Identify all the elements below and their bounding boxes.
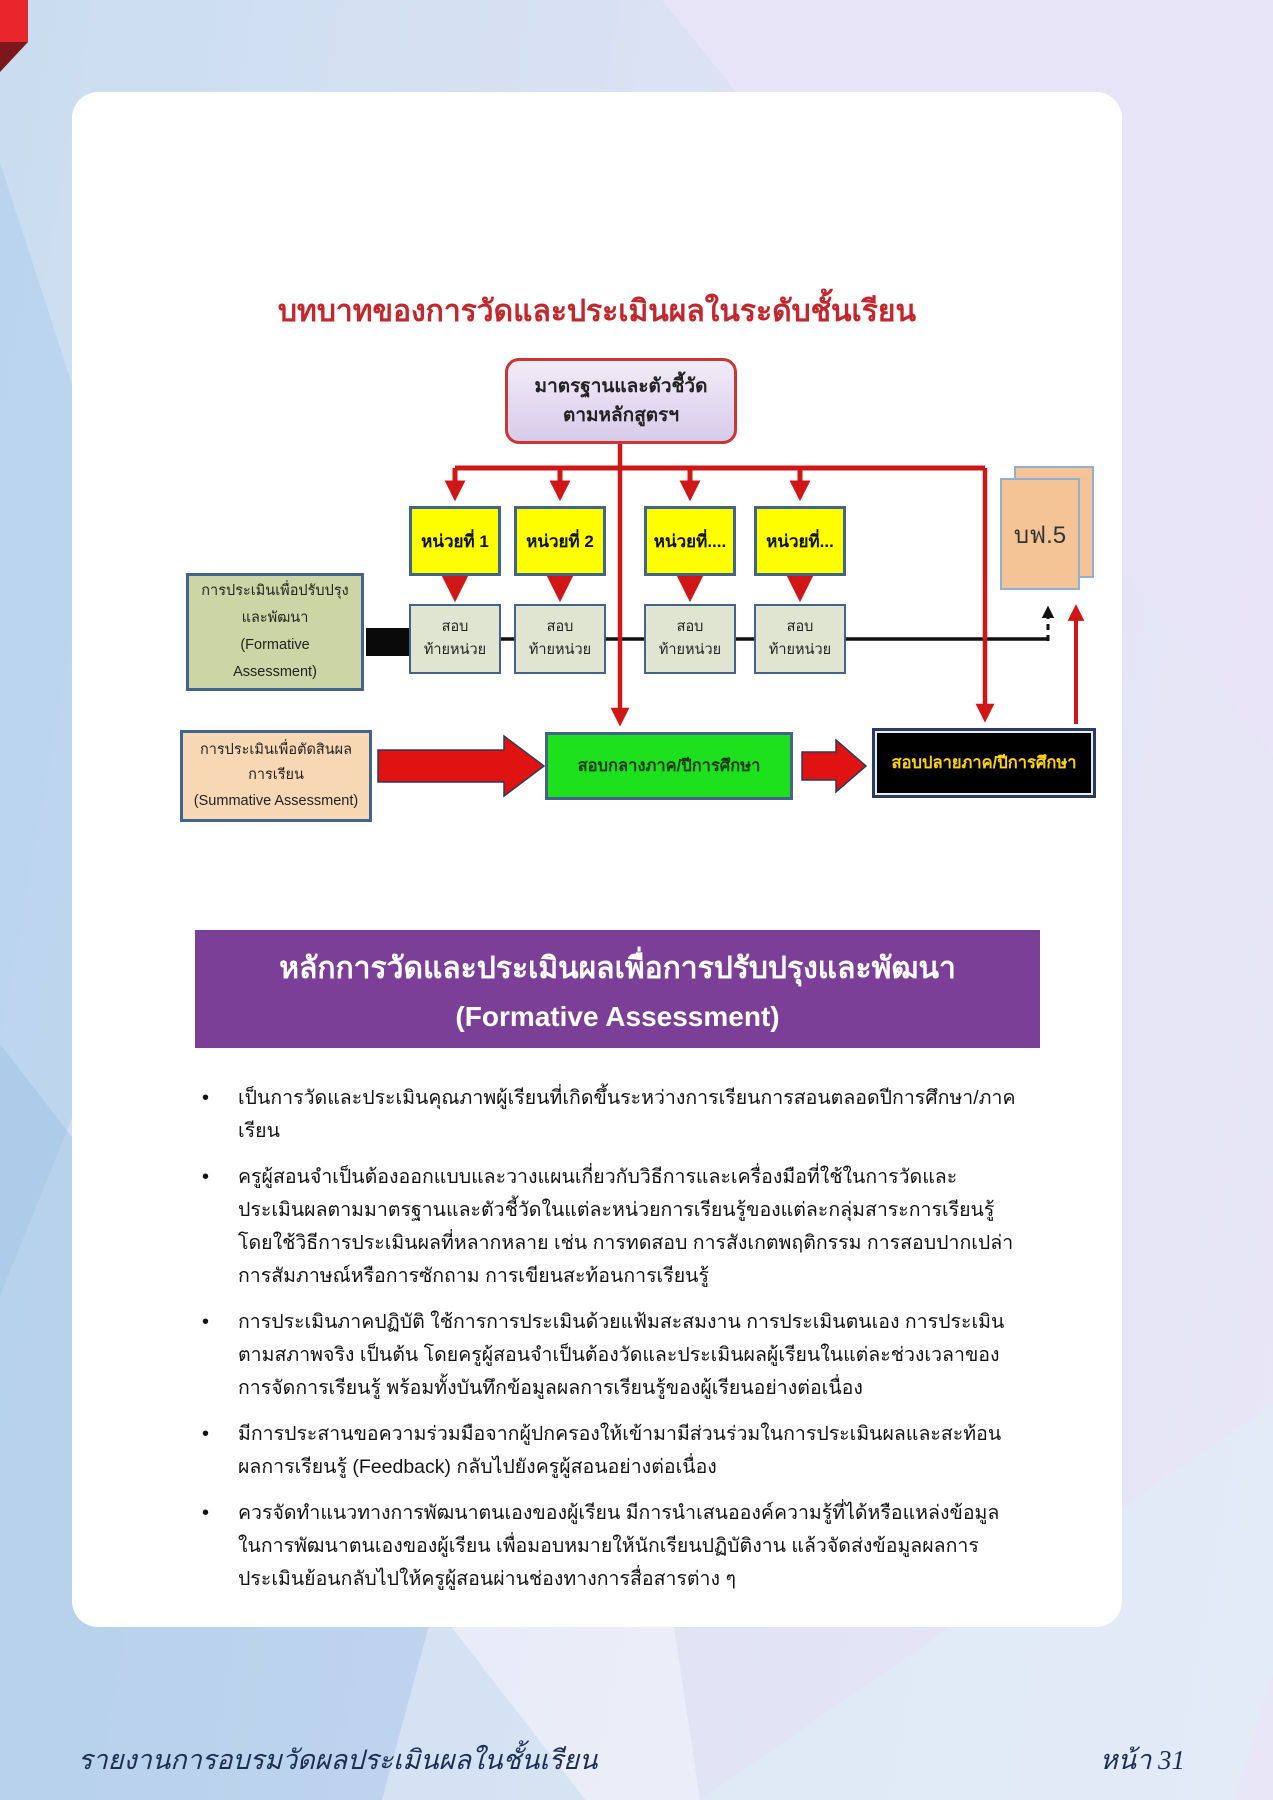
test-line1: สอบ — [676, 618, 704, 635]
page-title: บทบาทของการวัดและประเมินผลในระดับชั้นเรี… — [278, 295, 916, 328]
unit-test-box-1: สอบ ท้ายหน่วย — [409, 604, 501, 674]
unit-box-3: หน่วยที่.... — [644, 506, 736, 576]
bullet-text: มีการประสานขอความร่วมมือจากผู้ปกครองให้เ… — [238, 1423, 1002, 1478]
unit-label: หน่วยที่... — [766, 531, 834, 551]
final-exam-box: สอบปลายภาค/ปีการศึกษา — [872, 728, 1096, 798]
summative-assessment-box: การประเมินเพื่อตัดสินผล การเรียน (Summat… — [180, 730, 372, 822]
unit-label: หน่วยที่ 2 — [526, 531, 594, 551]
bullet-item-1: • เป็นการวัดและประเมินคุณภาพผู้เรียนที่เ… — [202, 1082, 1022, 1148]
summative-line2: การเรียน — [248, 767, 304, 784]
unit-test-box-3: สอบ ท้ายหน่วย — [644, 604, 736, 674]
summative-line3: (Summative Assessment) — [193, 792, 359, 809]
standards-box: มาตรฐานและตัวชี้วัด ตามหลักสูตรฯ — [505, 358, 737, 444]
final-label: สอบปลายภาค/ปีการศึกษา — [891, 754, 1077, 772]
formative-assessment-box: การประเมินเพื่อปรับปรุง และพัฒนา (Format… — [186, 573, 364, 691]
test-line1: สอบ — [441, 618, 469, 635]
unit-box-1: หน่วยที่ 1 — [409, 506, 501, 576]
bullet-marker: • — [202, 1087, 210, 1109]
section-header: หลักการวัดและประเมินผลเพื่อการปรับปรุงแล… — [195, 930, 1040, 1048]
formative-line4: Assessment) — [233, 663, 317, 680]
bullet-text: การประเมินภาคปฏิบัติ ใช้การการประเมินด้ว… — [238, 1311, 1005, 1399]
test-line2: ท้ายหน่วย — [768, 642, 832, 658]
formative-line2: และพัฒนา — [241, 610, 309, 627]
bullet-list: • เป็นการวัดและประเมินคุณภาพผู้เรียนที่เ… — [202, 1082, 1022, 1609]
unit-label: หน่วยที่ 1 — [421, 531, 489, 551]
test-line1: สอบ — [546, 618, 574, 635]
bullet-marker: • — [202, 1423, 210, 1445]
test-line2: ท้ายหน่วย — [658, 642, 722, 658]
unit-label: หน่วยที่.... — [653, 531, 727, 551]
unit-test-box-4: สอบ ท้ายหน่วย — [754, 604, 846, 674]
bullet-item-5: • ควรจัดทำแนวทางการพัฒนาตนเองของผู้เรียน… — [202, 1497, 1022, 1596]
footer-page-number: หน้า 31 — [1099, 1745, 1185, 1775]
form-box: บฟ.5 — [1000, 478, 1080, 590]
standards-line2: ตามหลักสูตรฯ — [562, 405, 679, 426]
bullet-text: เป็นการวัดและประเมินคุณภาพผู้เรียนที่เกิ… — [238, 1087, 1016, 1142]
footer-report-title: รายงานการอบรมวัดผลประเมินผลในชั้นเรียน — [78, 1745, 598, 1775]
bullet-item-4: • มีการประสานขอความร่วมมือจากผู้ปกครองให… — [202, 1418, 1022, 1484]
unit-box-2: หน่วยที่ 2 — [514, 506, 606, 576]
section-heading-line2: (Formative Assessment) — [455, 1001, 780, 1032]
test-line1: สอบ — [786, 618, 814, 635]
corner-red-block — [0, 0, 28, 42]
unit-test-box-2: สอบ ท้ายหน่วย — [514, 604, 606, 674]
test-line2: ท้ายหน่วย — [528, 642, 592, 658]
section-heading-line1: หลักการวัดและประเมินผลเพื่อการปรับปรุงแล… — [279, 952, 956, 985]
bullet-marker: • — [202, 1166, 210, 1188]
bullet-text: ครูผู้สอนจำเป็นต้องออกแบบและวางแผนเกี่ยว… — [238, 1166, 1014, 1287]
formative-line3: (Formative — [240, 637, 310, 653]
standards-line1: มาตรฐานและตัวชี้วัด — [534, 375, 708, 397]
form-box-label: บฟ.5 — [1013, 521, 1067, 549]
bullet-item-3: • การประเมินภาคปฏิบัติ ใช้การการประเมินด… — [202, 1306, 1022, 1405]
unit-box-4: หน่วยที่... — [754, 506, 846, 576]
bullet-text: ควรจัดทำแนวทางการพัฒนาตนเองของผู้เรียน ม… — [238, 1502, 1000, 1590]
corner-maroon-block — [0, 42, 28, 72]
bullet-marker: • — [202, 1311, 210, 1333]
midterm-label: สอบกลางภาค/ปีการศึกษา — [577, 757, 761, 775]
midterm-exam-box: สอบกลางภาค/ปีการศึกษา — [545, 732, 793, 800]
bullet-marker: • — [202, 1502, 210, 1524]
formative-line1: การประเมินเพื่อปรับปรุง — [201, 583, 349, 600]
summative-line1: การประเมินเพื่อตัดสินผล — [199, 741, 353, 758]
test-line2: ท้ายหน่วย — [423, 642, 487, 658]
bullet-item-2: • ครูผู้สอนจำเป็นต้องออกแบบและวางแผนเกี่… — [202, 1161, 1022, 1293]
